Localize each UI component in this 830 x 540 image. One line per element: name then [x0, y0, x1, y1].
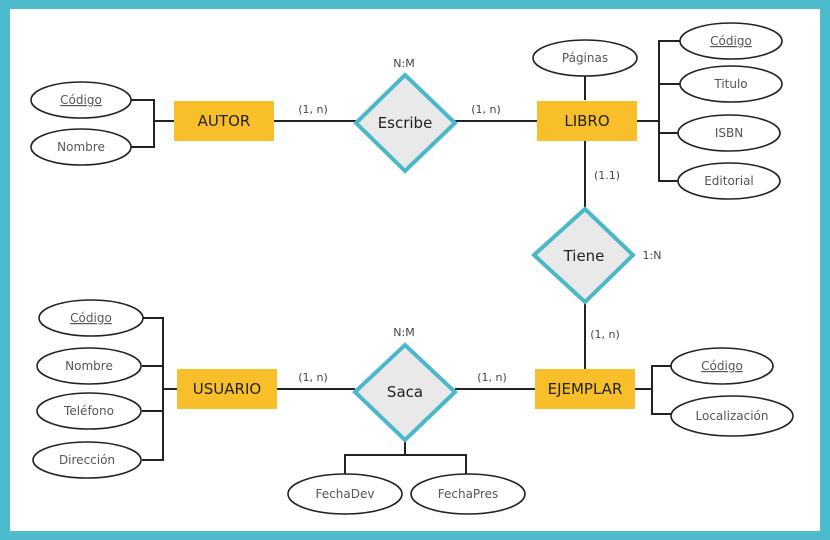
- relationship-saca: Saca: [352, 342, 458, 443]
- attribute-ejemplar-localizacion: Localización: [670, 395, 794, 437]
- cardinality-tiene-ejemplar: (1, n): [590, 328, 620, 341]
- relationship-label: Saca: [387, 383, 423, 401]
- relationship-escribe: Escribe: [353, 72, 458, 174]
- attribute-libro-codigo: Código: [679, 22, 783, 60]
- entity-label: LIBRO: [564, 112, 609, 130]
- entity-ejemplar: EJEMPLAR: [535, 369, 635, 409]
- attribute-libro-isbn: ISBN: [677, 114, 781, 152]
- relationship-label: Escribe: [378, 114, 433, 132]
- attribute-saca-fechadev: FechaDev: [287, 473, 403, 515]
- attribute-label: Páginas: [562, 51, 608, 65]
- cardinality-saca-ejemplar: (1, n): [477, 371, 507, 384]
- cardinality-libro-tiene: (1.1): [594, 169, 620, 182]
- attribute-libro-titulo: Titulo: [679, 65, 783, 103]
- attribute-label: Código: [710, 34, 752, 48]
- entity-label: AUTOR: [198, 112, 251, 130]
- cardinality-tiene-type: 1:N: [643, 249, 662, 262]
- entity-libro: LIBRO: [537, 101, 637, 141]
- attribute-label: Teléfono: [63, 404, 114, 418]
- attribute-label: Localización: [696, 409, 769, 423]
- attribute-label: FechaDev: [316, 487, 375, 501]
- attribute-autor-nombre: Nombre: [30, 128, 132, 166]
- attribute-label: Editorial: [704, 174, 754, 188]
- attribute-usuario-nombre: Nombre: [36, 347, 142, 385]
- cardinality-escribe-libro: (1, n): [471, 103, 501, 116]
- attribute-label: Titulo: [713, 77, 747, 91]
- cardinality-usuario-saca: (1, n): [298, 371, 328, 384]
- entity-label: USUARIO: [193, 380, 261, 398]
- attribute-usuario-telefono: Teléfono: [36, 392, 142, 430]
- cardinality-saca-type: N:M: [393, 326, 414, 339]
- cardinality-autor-escribe: (1, n): [298, 103, 328, 116]
- relationship-label: Tiene: [563, 247, 605, 265]
- attribute-usuario-direccion: Dirección: [32, 441, 142, 479]
- entity-label: EJEMPLAR: [548, 380, 623, 398]
- attribute-usuario-codigo: Código: [38, 299, 144, 337]
- attribute-label: Nombre: [65, 359, 113, 373]
- attribute-libro-editorial: Editorial: [677, 162, 781, 200]
- attribute-autor-codigo: Código: [30, 81, 132, 119]
- connector-lines: [131, 40, 680, 475]
- attribute-label: ISBN: [715, 126, 743, 140]
- attribute-label: Código: [60, 93, 102, 107]
- attribute-label: Dirección: [59, 453, 115, 467]
- entity-usuario: USUARIO: [177, 369, 277, 409]
- attribute-label: Código: [701, 359, 743, 373]
- attribute-saca-fechapres: FechaPres: [410, 473, 526, 515]
- attribute-libro-paginas: Páginas: [532, 39, 638, 77]
- attribute-ejemplar-codigo: Código: [670, 347, 774, 385]
- cardinality-escribe-type: N:M: [393, 57, 414, 70]
- attribute-label: Nombre: [57, 140, 105, 154]
- attribute-label: FechaPres: [438, 487, 499, 501]
- attribute-label: Código: [70, 311, 112, 325]
- relationship-tiene: Tiene: [531, 206, 636, 305]
- entity-autor: AUTOR: [174, 101, 274, 141]
